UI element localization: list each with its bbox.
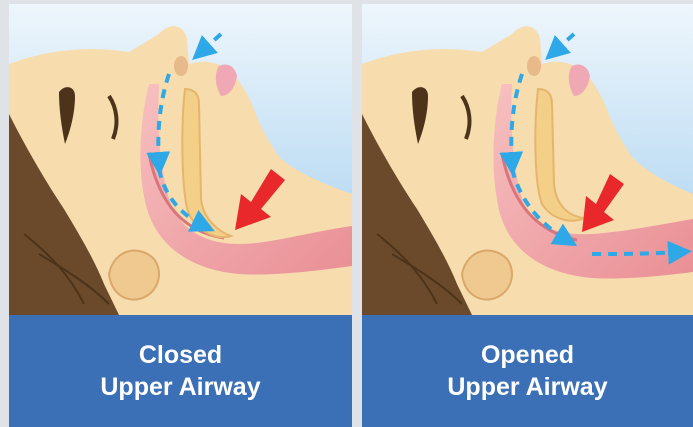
- ear: [462, 251, 512, 300]
- opened-airway-illustration: [362, 4, 693, 315]
- opened-caption-line2: Upper Airway: [447, 371, 607, 403]
- closed-airway-illustration: [9, 4, 352, 315]
- opened-caption-line1: Opened: [481, 339, 574, 371]
- closed-airway-caption: Closed Upper Airway: [9, 315, 352, 427]
- opened-airway-caption: Opened Upper Airway: [362, 315, 693, 427]
- nostril: [174, 56, 188, 76]
- ear: [109, 251, 159, 300]
- closed-caption-line1: Closed: [139, 339, 222, 371]
- nostril: [527, 56, 541, 76]
- closed-caption-line2: Upper Airway: [100, 371, 260, 403]
- closed-airway-panel: Closed Upper Airway: [9, 4, 352, 427]
- opened-airway-panel: Opened Upper Airway: [362, 4, 693, 427]
